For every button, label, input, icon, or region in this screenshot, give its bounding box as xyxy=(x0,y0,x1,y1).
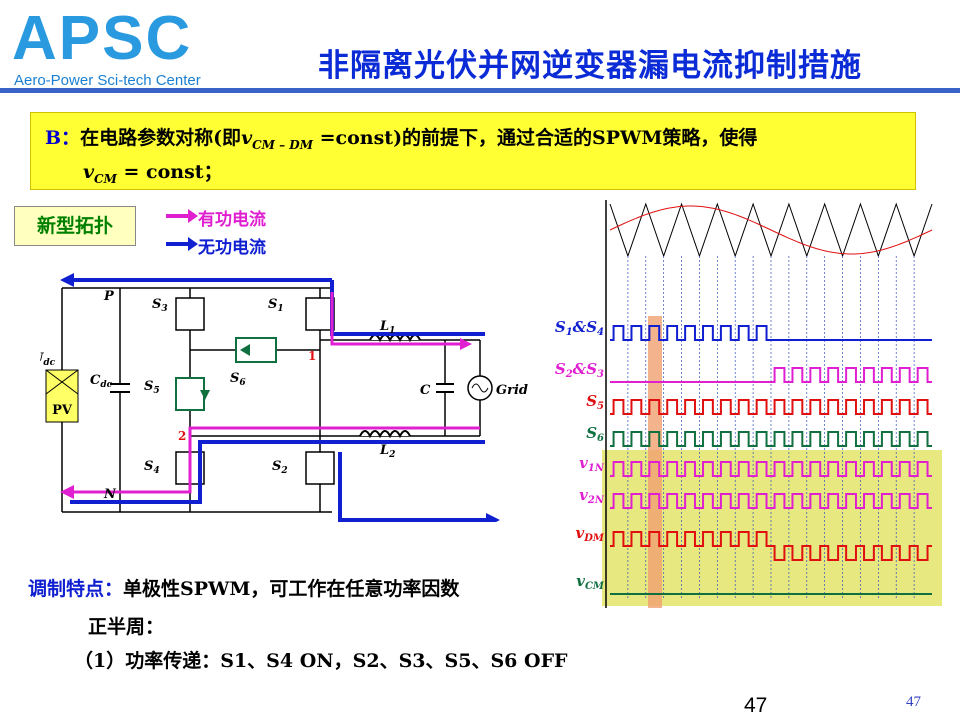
note-var: v xyxy=(241,127,253,149)
waveform-trace xyxy=(610,531,932,561)
legend-reactive: 无功电流 xyxy=(198,238,266,258)
label-l2: L2 xyxy=(379,443,395,460)
label-s2: S2 xyxy=(272,459,288,476)
switches-green xyxy=(175,337,277,411)
note-var-sub: CM – DM xyxy=(252,137,313,152)
node-2: 2 xyxy=(178,429,186,443)
active-arrow-head xyxy=(188,209,198,223)
label-s6: S6 xyxy=(230,371,246,388)
circuit-diagram: PV P N S3 S1 S5 S6 S4 S2 L1 L2 xyxy=(40,273,528,522)
waveform-label: v1N xyxy=(579,454,605,474)
waveform-trace xyxy=(610,399,932,415)
switch-s2 xyxy=(305,451,335,485)
title-divider xyxy=(0,88,960,93)
label-s4: S4 xyxy=(144,459,160,476)
node-1: 1 xyxy=(308,349,316,363)
legend-arrows xyxy=(166,209,198,251)
waveform-label: S5 xyxy=(586,392,604,412)
note-line-2: vCM = const； xyxy=(83,157,223,186)
circuit-wires xyxy=(61,287,481,513)
waveform-label: S1&S4 xyxy=(555,318,604,338)
switch-s3 xyxy=(175,297,205,331)
label-grid: Grid xyxy=(496,383,528,398)
label-cdc: Cdc xyxy=(90,373,113,390)
s6-diode-icon xyxy=(240,344,250,356)
label-c: C xyxy=(420,383,431,398)
topology-tag: 新型拓扑 xyxy=(14,206,136,246)
label-s5: S5 xyxy=(144,379,160,396)
modulation-label: 调制特点： xyxy=(28,578,124,600)
note-text-a: 在电路参数对称(即 xyxy=(80,127,242,149)
waveform-label: S2&S3 xyxy=(555,360,604,380)
pv-panel xyxy=(45,369,79,423)
note-label: B： xyxy=(45,127,81,149)
note-var2-sub: CM xyxy=(94,171,117,186)
waveform-label: vCM xyxy=(576,572,605,592)
timing-gridlines xyxy=(627,256,915,600)
label-s1: S1 xyxy=(268,297,284,314)
waveform-trace xyxy=(610,367,932,383)
page-number-small: 47 xyxy=(906,694,921,710)
pv-label: PV xyxy=(52,403,73,418)
active-path-bottom xyxy=(70,426,480,494)
label-udc: Udc xyxy=(40,351,56,368)
label-s3: S3 xyxy=(152,297,168,314)
filter-capacitor xyxy=(436,383,454,393)
waveform-label: S6 xyxy=(586,424,604,444)
waveform-trace xyxy=(610,431,932,447)
power-transfer-line: （1）功率传递：S1、S4 ON，S2、S3、S5、S6 OFF xyxy=(74,650,568,672)
logo-abbr: APSC xyxy=(12,4,193,73)
logo: APSC Aero-Power Sci-tech Center xyxy=(6,4,218,92)
waveform-trace xyxy=(610,493,932,509)
half-cycle-label: 正半周： xyxy=(88,616,165,638)
legend-active: 有功电流 xyxy=(198,210,266,230)
note-text-c: = const； xyxy=(116,161,223,183)
switch-s1 xyxy=(305,297,335,331)
switch-s5 xyxy=(175,377,205,411)
modulation-line: 调制特点：单极性SPWM，可工作在任意功率因数 xyxy=(28,574,459,601)
modulation-text: 单极性SPWM，可工作在任意功率因数 xyxy=(123,578,460,600)
reactive-arrow-head xyxy=(188,237,198,251)
label-n: N xyxy=(103,487,117,502)
page-number: 47 xyxy=(744,694,768,717)
note-line-1: B：在电路参数对称(即vCM – DM =const)的前提下，通过合适的SPW… xyxy=(45,123,757,152)
label-l1: L1 xyxy=(379,319,395,336)
note-box: B：在电路参数对称(即vCM – DM =const)的前提下，通过合适的SPW… xyxy=(30,112,916,190)
reactive-path-bottom xyxy=(70,440,485,504)
pwm-traces xyxy=(610,325,932,595)
active-path-top xyxy=(330,292,460,346)
logo-fullname: Aero-Power Sci-tech Center xyxy=(14,72,201,89)
dc-capacitor xyxy=(110,383,130,393)
s5-diode-icon xyxy=(200,390,210,400)
reference-sine xyxy=(609,205,933,255)
waveform-trace xyxy=(610,461,932,477)
waveform-label: v2N xyxy=(579,486,605,506)
inductor-l2 xyxy=(359,430,411,439)
waveform-label: vDM xyxy=(576,524,605,544)
slide-title: 非隔离光伏并网逆变器漏电流抑制措施 xyxy=(318,48,862,84)
label-p: P xyxy=(103,289,115,304)
note-var2: v xyxy=(83,161,95,183)
waveform-trace xyxy=(610,325,932,341)
note-text-b: =const)的前提下，通过合适的SPWM策略，使得 xyxy=(313,127,758,149)
